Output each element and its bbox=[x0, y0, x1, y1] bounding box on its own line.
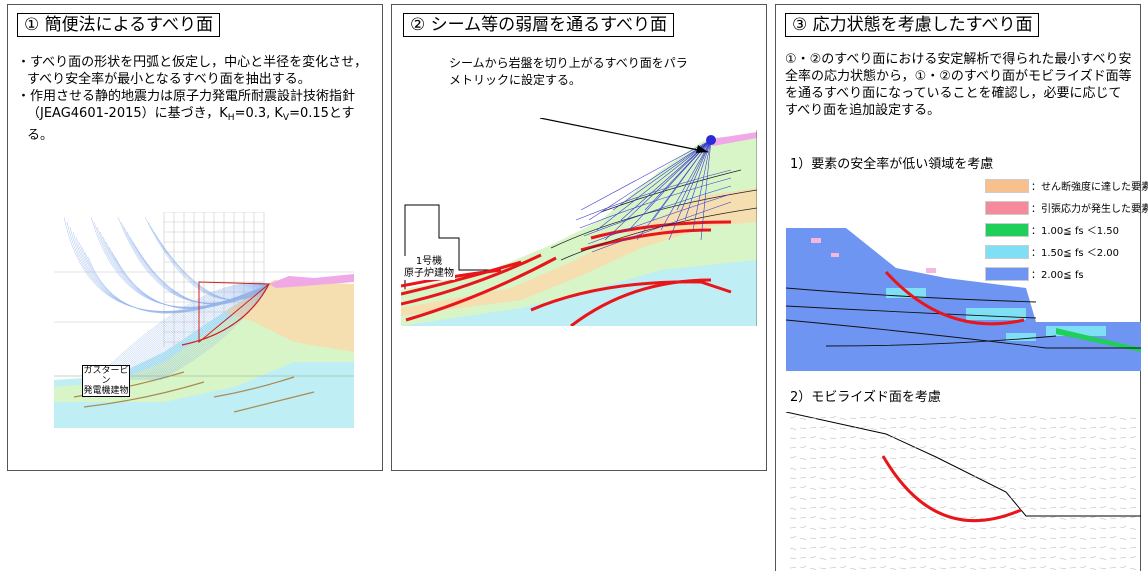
panel3-subtitle-1: 1）要素の安全率が低い領域を考慮 bbox=[790, 157, 994, 172]
legend-item: ：2.00≦ fs bbox=[985, 266, 1084, 281]
seam-slip-diagram bbox=[401, 130, 757, 326]
legend-item: ：1.00≦ fs ＜1.50 bbox=[985, 222, 1119, 237]
mobilized-plane-diagram bbox=[786, 412, 1141, 570]
legend-item: ：引張応力が発生した要素 bbox=[985, 200, 1148, 215]
legend-label: ：引張応力が発生した要素 bbox=[1031, 204, 1148, 215]
gas-turbine-building-label: ガスタービン発電機建物 bbox=[82, 365, 130, 397]
panel3-subtitle-2: 2）モビライズド面を考慮 bbox=[790, 390, 941, 405]
legend-label: ：2.00≦ fs bbox=[1031, 270, 1084, 281]
legend-swatch bbox=[985, 266, 1029, 281]
panel3-description: ①・②のすべり面における安定解析で得られた最小すべり安全率の応力状態から，①・②… bbox=[785, 52, 1132, 118]
legend-swatch bbox=[985, 200, 1029, 215]
panel1-title: ① 簡便法によるすべり面 bbox=[17, 13, 220, 37]
note-pointer-arrow bbox=[540, 118, 709, 153]
unit1-reactor-building-label: 1号機原子炉建物 bbox=[403, 256, 455, 280]
panel1-bullet-2: ・作用させる静的地震力は原子力発電所耐震設計技術指針（JEAG4601-2015… bbox=[17, 89, 356, 143]
legend-label: ：せん断強度に達した要素 bbox=[1031, 182, 1148, 193]
safety-factor-legend: ：せん断強度に達した要素 ：引張応力が発生した要素 ：1.00≦ fs ＜1.50 ：… bbox=[985, 178, 1148, 288]
panel1-bullet-1: ・すべり面の形状を円弧と仮定し，中心と半径を変化させ，すべり安全率が最小となるす… bbox=[17, 55, 368, 87]
panel1-text: ・すべり面の形状を円弧と仮定し，中心と半径を変化させ，すべり安全率が最小となるす… bbox=[17, 54, 369, 144]
legend-swatch bbox=[985, 178, 1029, 193]
element-safety-factor-diagram bbox=[786, 228, 1141, 371]
legend-swatch bbox=[985, 244, 1029, 259]
legend-item: ：1.50≦ fs ＜2.00 bbox=[985, 244, 1119, 259]
legend-label: ：1.00≦ fs ＜1.50 bbox=[1031, 226, 1119, 237]
legend-swatch bbox=[985, 222, 1029, 237]
legend-label: ：1.50≦ fs ＜2.00 bbox=[1031, 248, 1119, 259]
panel3-title: ③ 応力状態を考慮したすべり面 bbox=[785, 13, 1040, 37]
panel2-title: ② シーム等の弱層を通るすべり面 bbox=[403, 13, 674, 37]
legend-item: ：せん断強度に達した要素 bbox=[985, 178, 1148, 193]
panel2-note: シームから岩盤を切り上がるすべり面をパラメトリックに設定する。 bbox=[449, 56, 688, 87]
